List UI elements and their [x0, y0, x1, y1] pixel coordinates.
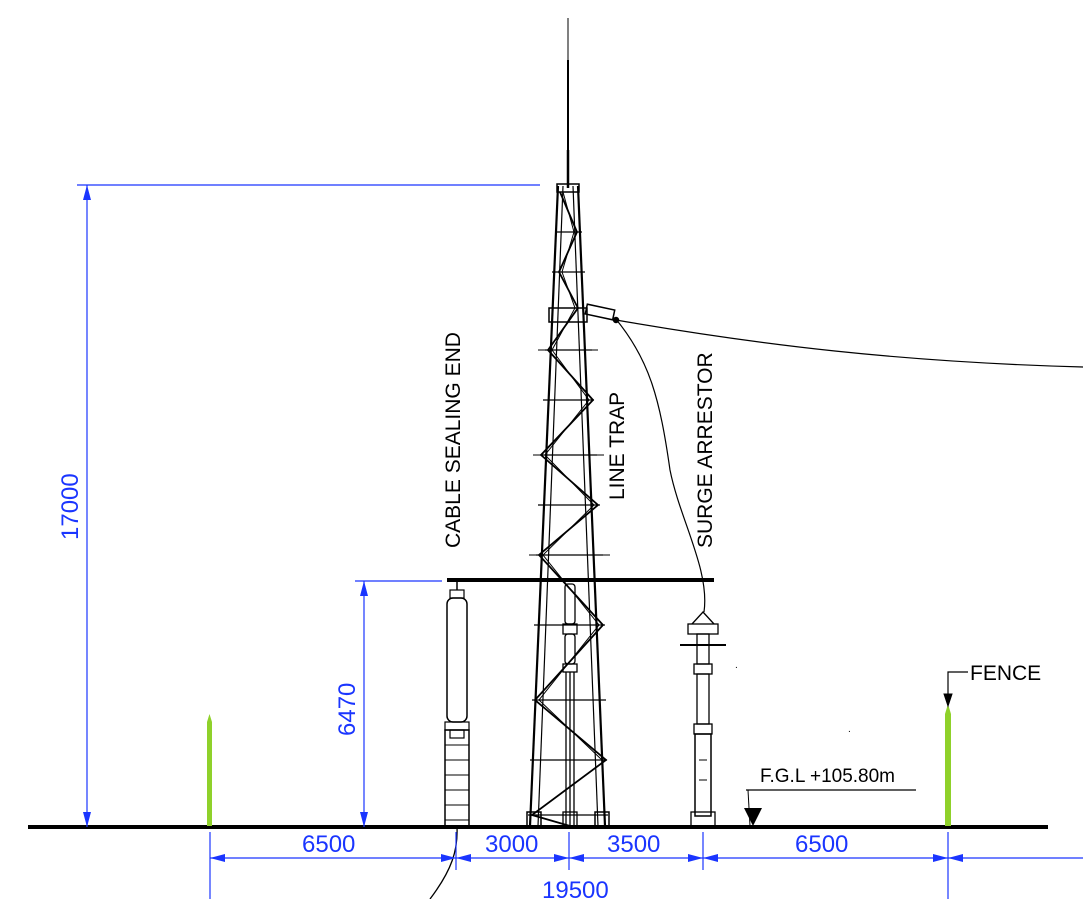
surge-arrestor	[614, 317, 726, 828]
line-trap-label: LINE TRAP	[606, 392, 629, 500]
cable-sealing-end-label: CABLE SEALING END	[442, 332, 465, 548]
fgl-label: F.G.L +105.80m	[760, 766, 895, 787]
line-trap-unit	[562, 583, 578, 828]
fence-callout	[943, 671, 968, 708]
fence-label: FENCE	[970, 662, 1041, 685]
dimension-arrows	[210, 854, 963, 862]
lattice-tower	[526, 18, 610, 828]
surge-arrestor-label: SURGE ARRESTOR	[694, 352, 717, 548]
tower-height-dimension	[77, 184, 540, 827]
beam-height-dimension	[355, 580, 442, 827]
dim-cable-to-tower: 3000	[485, 831, 538, 858]
overhead-line	[615, 319, 1083, 368]
dim-tower-to-arrestor: 3500	[607, 831, 660, 858]
tension-insulator	[584, 303, 620, 324]
dim-arrestor-to-fence: 6500	[795, 831, 848, 858]
dim-fence-to-cable: 6500	[302, 831, 355, 858]
mark-b: .	[848, 724, 851, 735]
tower-height-value: 17000	[57, 473, 84, 540]
fence-post-right	[945, 704, 951, 826]
dim-overall-width: 19500	[542, 877, 609, 899]
fence-post-left	[207, 714, 212, 826]
fgl-marker	[744, 789, 916, 827]
mark-a: .	[735, 660, 738, 671]
beam-height-value: 6470	[334, 683, 361, 736]
cable-sealing-end	[429, 582, 470, 899]
